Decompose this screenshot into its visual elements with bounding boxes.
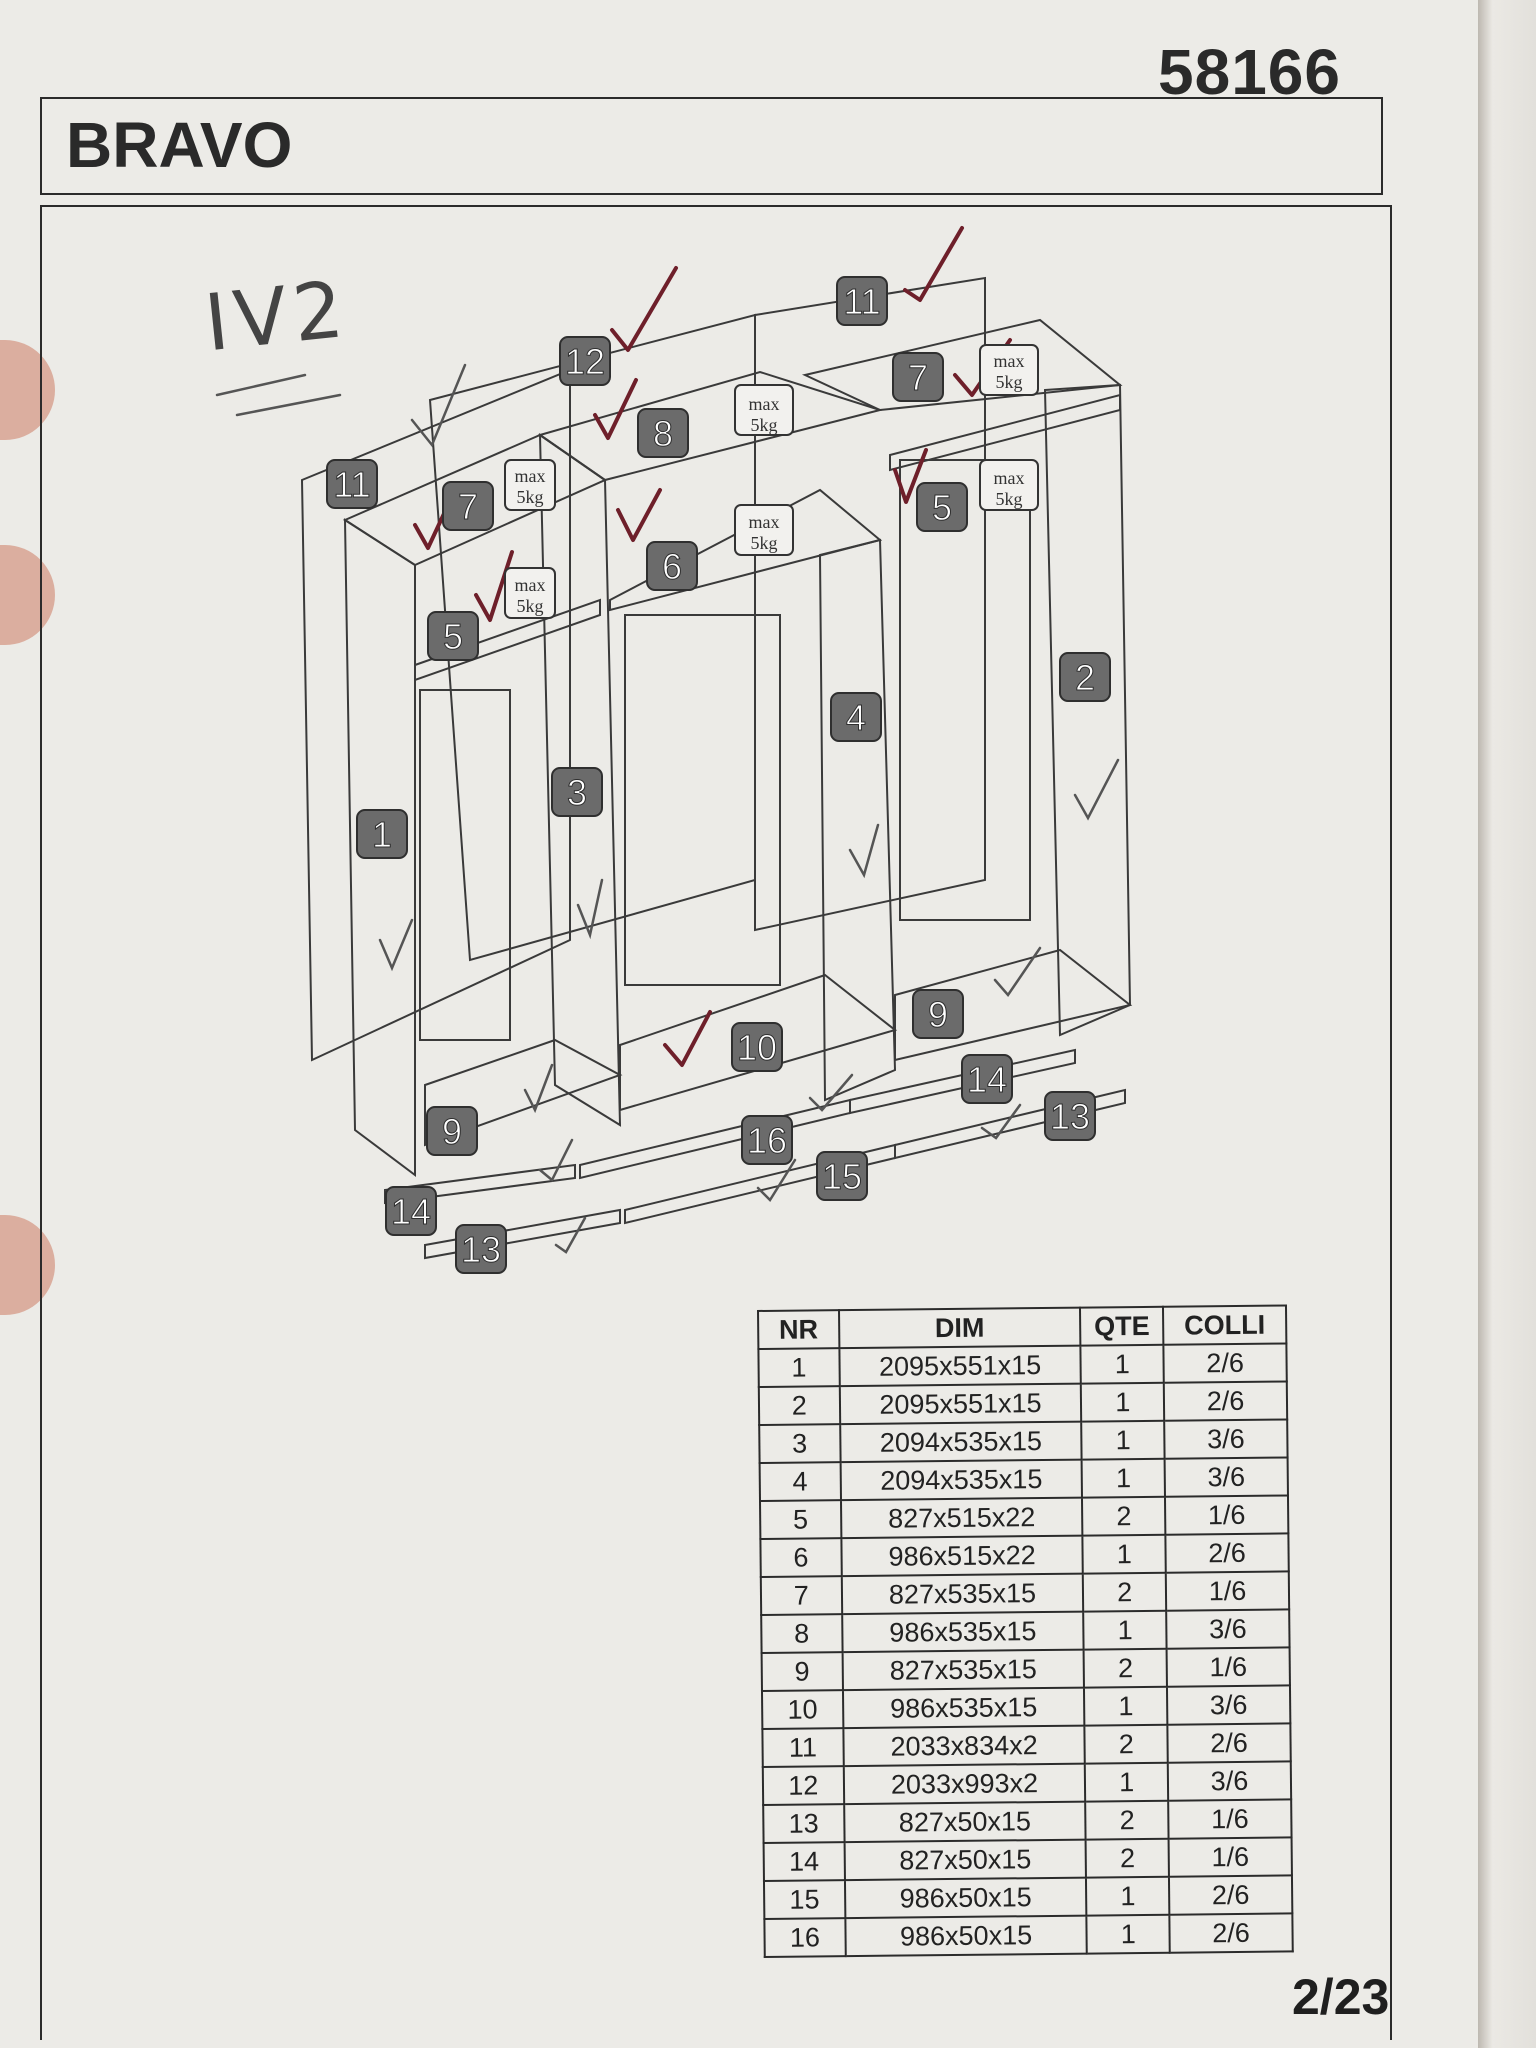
cell-qte: 1 (1081, 1420, 1165, 1460)
cell-dim: 827x50x15 (843, 1801, 1087, 1843)
cell-nr: 7 (760, 1576, 842, 1615)
cell-nr: 1 (758, 1348, 840, 1387)
cell-nr: 2 (758, 1386, 840, 1425)
cell-qte: 2 (1082, 1496, 1166, 1536)
cell-dim: 827x535x15 (842, 1649, 1085, 1691)
cell-qte: 1 (1080, 1344, 1164, 1384)
cell-dim: 2033x834x2 (842, 1725, 1086, 1767)
model-name: BRAVO (66, 109, 293, 181)
column-header-nr: NR (758, 1310, 840, 1349)
cell-nr: 10 (761, 1690, 843, 1729)
cell-qte: 1 (1081, 1382, 1165, 1422)
cell-qte: 2 (1086, 1838, 1170, 1878)
cell-dim: 986x535x15 (841, 1611, 1085, 1653)
cell-colli: 1/6 (1168, 1799, 1292, 1839)
cell-colli: 3/6 (1164, 1419, 1288, 1459)
cell-nr: 15 (763, 1880, 845, 1919)
cell-colli: 2/6 (1163, 1343, 1287, 1383)
cell-nr: 3 (759, 1424, 841, 1463)
cell-qte: 1 (1085, 1762, 1169, 1802)
cell-dim: 2094x535x15 (840, 1459, 1083, 1501)
content-frame (40, 205, 1392, 2040)
cell-colli: 2/6 (1169, 1913, 1293, 1953)
cell-colli: 2/6 (1165, 1533, 1289, 1573)
handwritten-note: IV2 (200, 264, 354, 370)
cell-nr: 6 (760, 1538, 842, 1577)
cell-qte: 2 (1085, 1800, 1169, 1840)
column-header-dim: DIM (838, 1307, 1081, 1349)
cell-nr: 5 (760, 1500, 842, 1539)
page-number: 2/23 (1292, 1969, 1390, 2025)
cell-nr: 12 (762, 1766, 844, 1805)
column-header-qte: QTE (1080, 1306, 1164, 1346)
cell-nr: 8 (761, 1614, 843, 1653)
cell-qte: 2 (1084, 1724, 1168, 1764)
cell-nr: 9 (761, 1652, 843, 1691)
cell-colli: 1/6 (1166, 1647, 1290, 1687)
column-header-colli: COLLI (1163, 1305, 1287, 1345)
cell-nr: 14 (763, 1842, 845, 1881)
cell-nr: 13 (763, 1804, 845, 1843)
cell-qte: 1 (1086, 1914, 1170, 1954)
cell-dim: 827x50x15 (844, 1839, 1087, 1881)
cell-dim: 986x535x15 (842, 1687, 1085, 1729)
cell-colli: 3/6 (1167, 1761, 1292, 1801)
cell-dim: 2095x551x15 (839, 1345, 1082, 1387)
cell-nr: 4 (759, 1462, 841, 1501)
cell-qte: 1 (1082, 1458, 1166, 1498)
cell-colli: 2/6 (1163, 1381, 1288, 1421)
cell-dim: 827x535x15 (841, 1573, 1084, 1615)
cell-dim: 2095x551x15 (839, 1383, 1082, 1425)
cell-dim: 986x515x22 (841, 1535, 1084, 1577)
cell-qte: 2 (1083, 1572, 1167, 1612)
cell-dim: 2094x535x15 (839, 1421, 1083, 1463)
cell-dim: 827x515x22 (840, 1497, 1083, 1539)
table-header-row: NR DIM QTE COLLI (758, 1305, 1287, 1349)
cell-nr: 11 (762, 1728, 844, 1767)
cell-colli: 1/6 (1168, 1837, 1292, 1877)
cell-colli: 1/6 (1165, 1495, 1289, 1535)
cell-dim: 986x50x15 (844, 1877, 1087, 1919)
cell-qte: 1 (1082, 1534, 1166, 1574)
cell-qte: 1 (1083, 1610, 1167, 1650)
cell-colli: 3/6 (1167, 1685, 1291, 1725)
cell-colli: 3/6 (1166, 1609, 1290, 1649)
cell-dim: 986x50x15 (844, 1915, 1088, 1957)
cell-qte: 1 (1084, 1686, 1168, 1726)
cell-nr: 16 (764, 1918, 846, 1957)
next-page-edge (1478, 0, 1536, 2048)
cell-colli: 2/6 (1167, 1723, 1291, 1763)
cell-colli: 1/6 (1165, 1571, 1290, 1611)
model-number: 58166 (1158, 36, 1341, 108)
cell-qte: 2 (1084, 1648, 1168, 1688)
cell-qte: 1 (1086, 1876, 1170, 1916)
cell-dim: 2033x993x2 (843, 1763, 1086, 1805)
cell-colli: 3/6 (1164, 1457, 1288, 1497)
model-header-box (40, 97, 1383, 195)
cell-colli: 2/6 (1169, 1875, 1293, 1915)
